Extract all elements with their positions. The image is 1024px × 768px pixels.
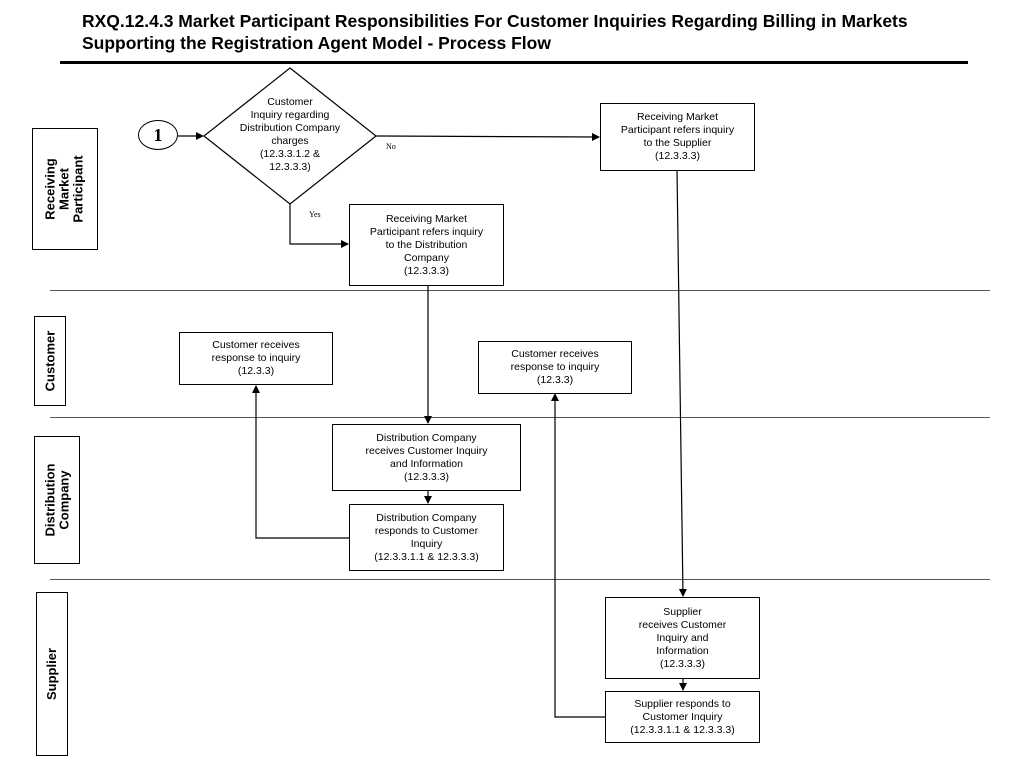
process-rmp-refers-distco: Receiving Market Participant refers inqu… bbox=[349, 204, 504, 286]
arrow-yes-to-distco-referral bbox=[289, 204, 349, 248]
lane-separator-customer-distco bbox=[50, 417, 990, 418]
process-customer-receives-response-distco: Customer receives response to inquiry (1… bbox=[179, 332, 333, 385]
process-distco-receives-inquiry: Distribution Company receives Customer I… bbox=[332, 424, 521, 491]
arrow-distco-responds-to-customer bbox=[252, 385, 349, 539]
process-supplier-responds: Supplier responds to Customer Inquiry (1… bbox=[605, 691, 760, 743]
process-distco-responds: Distribution Company responds to Custome… bbox=[349, 504, 504, 571]
lane-label-supplier: Supplier bbox=[36, 592, 68, 756]
lane-label-customer: Customer bbox=[34, 316, 66, 406]
lane-separator-rmp-customer bbox=[50, 290, 990, 291]
process-rmp-refers-supplier: Receiving Market Participant refers inqu… bbox=[600, 103, 755, 171]
page-title: RXQ.12.4.3 Market Participant Responsibi… bbox=[82, 11, 908, 53]
arrow-no-to-supplier-referral bbox=[375, 132, 600, 141]
no-edge-label: No bbox=[386, 142, 396, 151]
decision-text: Customer Inquiry regarding Distribution … bbox=[239, 96, 341, 173]
arrow-supplier-responds-to-customer bbox=[551, 393, 605, 718]
arrow-supplier-referral-to-supplier-receives bbox=[676, 169, 687, 597]
lane-separator-distco-supplier bbox=[50, 579, 990, 580]
process-supplier-receives-inquiry: Supplier receives Customer Inquiry and I… bbox=[605, 597, 760, 679]
lane-label-receiving-market-participant: Receiving Market Participant bbox=[32, 128, 98, 250]
process-customer-receives-response-supplier: Customer receives response to inquiry (1… bbox=[478, 341, 632, 394]
yes-edge-label: Yes bbox=[309, 210, 321, 219]
lane-label-distribution-company: Distribution Company bbox=[34, 436, 80, 564]
start-connector: 1 bbox=[138, 120, 178, 150]
title-underline bbox=[60, 61, 968, 64]
